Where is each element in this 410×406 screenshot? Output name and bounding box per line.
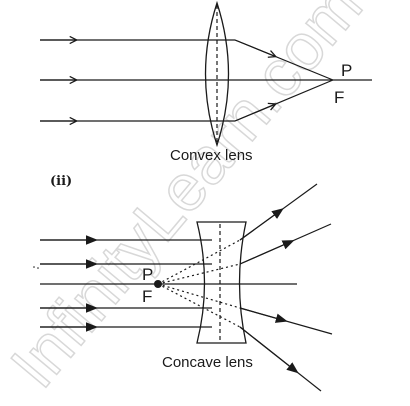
convex-lens-diagram: P F Convex lens — [40, 0, 372, 164]
convex-focus-label: F — [334, 88, 344, 107]
convex-refracted-ray-top-arrow — [234, 39, 275, 56]
concave-focal-point — [154, 280, 162, 288]
concave-refracted-ray-3-arrow — [239, 307, 288, 323]
convex-refracted-ray-bottom-arrow — [234, 104, 275, 122]
concave-virtual-ray-4 — [157, 283, 241, 328]
watermark-text: InfinityLearn.com — [0, 0, 377, 402]
concave-lens-diagram: P F Concave lens — [40, 183, 333, 392]
convex-lens — [204, 0, 230, 148]
concave-refracted-ray-2-arrow — [239, 240, 295, 265]
convex-point-label: P — [341, 61, 352, 80]
concave-refracted-ray-1-arrow — [239, 208, 284, 241]
speck-dot — [33, 266, 35, 268]
part-label: (ii) — [50, 174, 72, 189]
concave-point-label: P — [142, 265, 153, 284]
concave-virtual-ray-2 — [157, 263, 241, 285]
concave-lens — [196, 221, 247, 344]
concave-virtual-ray-1 — [157, 239, 241, 285]
concave-virtual-ray-3 — [157, 283, 241, 309]
convex-lens-caption: Convex lens — [170, 147, 253, 164]
concave-lens-caption: Concave lens — [162, 354, 253, 371]
concave-focus-label: F — [142, 287, 152, 306]
concave-refracted-ray-4-arrow — [239, 326, 299, 374]
speck-dot — [37, 267, 39, 269]
